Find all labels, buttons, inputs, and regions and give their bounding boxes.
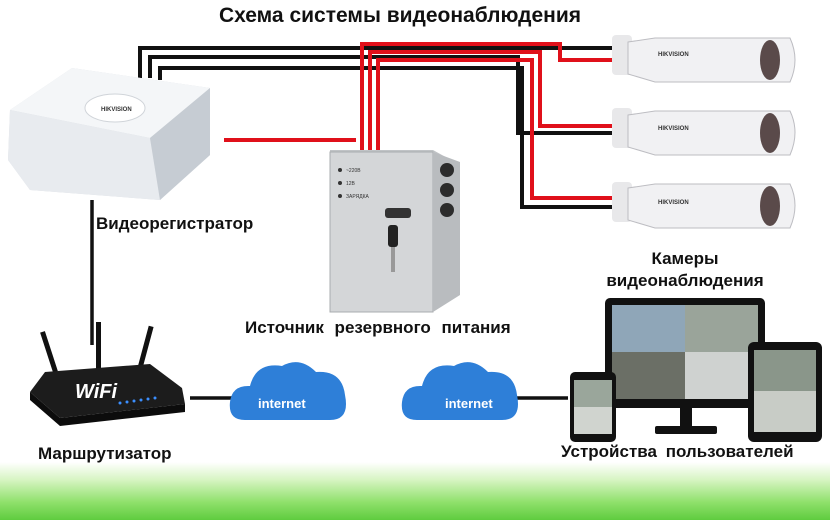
camera-3: HIKVISION [612, 182, 796, 229]
user-devices-label: Устройства пользователей [561, 442, 794, 461]
cloud-1-label: internet [258, 396, 306, 411]
cloud-2-label: internet [445, 396, 493, 411]
ups-indicator-220: ~220В [346, 168, 361, 174]
power-cable-camera-2 [368, 50, 620, 150]
camera-1-brand: HIKVISION [658, 52, 689, 58]
monitor [605, 298, 765, 434]
signal-cable-camera-3 [158, 66, 620, 209]
router-device: WiFi [30, 322, 185, 426]
power-cable-camera-1 [360, 42, 615, 150]
camera-2: HIKVISION [612, 108, 796, 156]
ups-label: Источник резервного питания [245, 318, 511, 337]
tablet [748, 342, 822, 442]
signal-cables [138, 46, 620, 209]
ups-indicator-charge: ЗАРЯДКА [346, 194, 369, 200]
diagram-title: Схема системы видеонаблюдения [218, 4, 582, 27]
network-cables [90, 200, 568, 400]
dvr-brand-text: HIKVISION [101, 107, 132, 113]
smartphone [570, 372, 616, 442]
router-wifi-text: WiFi [75, 381, 117, 403]
user-devices [570, 298, 822, 442]
internet-cloud-1: internet [229, 362, 346, 420]
ups-indicator-12: 12В [346, 181, 356, 187]
signal-cable-camera-1 [138, 46, 615, 78]
dvr-device: HIKVISION [8, 68, 210, 200]
power-cables [224, 42, 620, 200]
cameras-label: Камеры видеонаблюдения [606, 249, 764, 290]
power-cable-camera-3 [376, 58, 620, 200]
router-label: Маршрутизатор [38, 444, 172, 463]
key-icon [388, 225, 398, 247]
camera-3-brand: HIKVISION [658, 200, 689, 206]
camera-2-brand: HIKVISION [658, 126, 689, 132]
ground-gradient [0, 462, 830, 520]
dvr-label: Видеорегистратор [96, 214, 254, 233]
internet-cloud-2: internet [401, 362, 518, 420]
camera-1: HIKVISION [612, 35, 796, 83]
key-lock-icon [385, 208, 411, 218]
signal-cable-camera-2 [148, 55, 620, 135]
ups-box: ~220В 12В ЗАРЯДКА [329, 150, 460, 313]
